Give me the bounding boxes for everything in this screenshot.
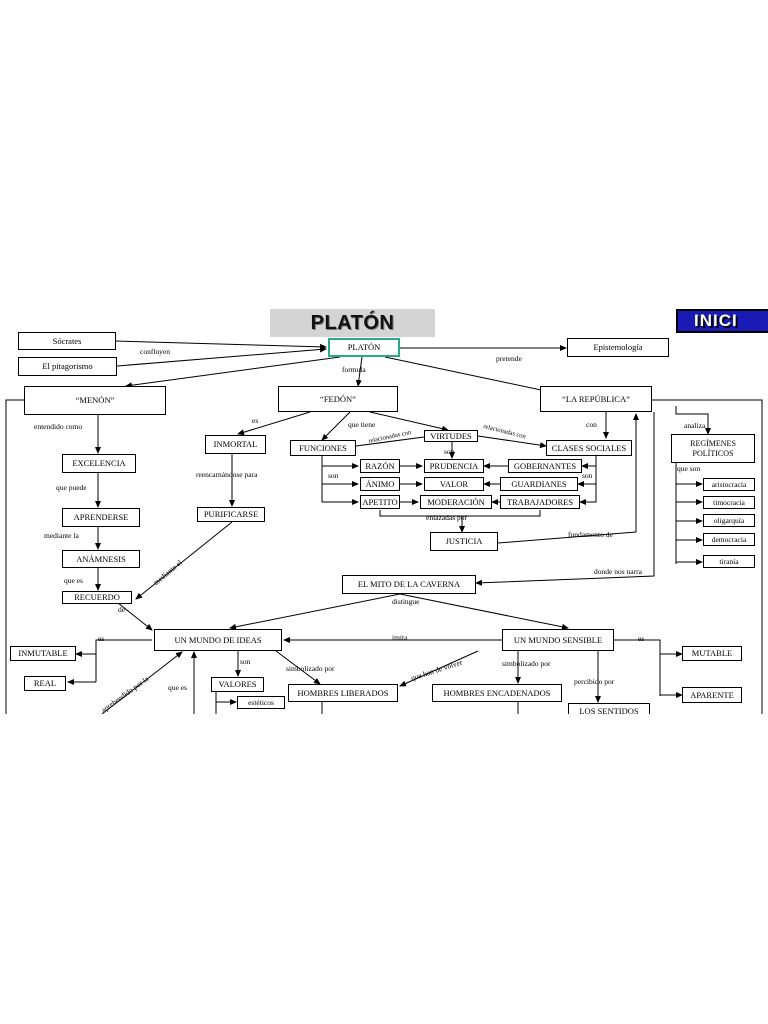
node-gobernantes: GOBERNANTES bbox=[508, 459, 582, 473]
link-que-es-1: que es bbox=[64, 576, 83, 585]
node-democracia: democracia bbox=[703, 533, 755, 546]
node-aprenderse: APRENDERSE bbox=[62, 508, 140, 527]
link-simbolizado-por-1: simbolizado por bbox=[286, 664, 335, 673]
node-epistemologia: Epistemología bbox=[567, 338, 669, 357]
link-percibido-por: percibido por bbox=[574, 677, 615, 686]
link-que-tiene: que tiene bbox=[348, 420, 376, 429]
link-son-3: son bbox=[582, 471, 593, 480]
link-enlazadas-por: enlazadas por bbox=[426, 513, 468, 522]
link-son-valores: son bbox=[240, 657, 251, 666]
node-inmutable: INMUTABLE bbox=[10, 646, 76, 661]
node-inmortal: INMORTAL bbox=[205, 435, 266, 454]
node-timocracia: timocracia bbox=[703, 496, 755, 509]
node-guardianes: GUARDIANES bbox=[500, 477, 578, 491]
link-simbolizado-por-2: simbolizado por bbox=[502, 659, 551, 668]
node-animo: ÁNIMO bbox=[360, 477, 400, 491]
link-pretende: pretende bbox=[496, 354, 522, 363]
node-real: REAL bbox=[24, 676, 66, 691]
link-fundamento-de: fundamento de bbox=[568, 530, 613, 539]
link-mediante-la: mediante la bbox=[44, 531, 79, 540]
connector-lines bbox=[5, 340, 763, 714]
link-es-right: es bbox=[638, 634, 645, 643]
node-menon: “MENÓN” bbox=[24, 386, 166, 415]
node-republica: “LA REPÚBLICA” bbox=[540, 386, 652, 412]
node-fedon: “FEDÓN” bbox=[278, 386, 398, 412]
node-razon: RAZÓN bbox=[360, 459, 400, 473]
node-hombres-liberados: HOMBRES LIBERADOS bbox=[288, 684, 398, 702]
node-prudencia: PRUDENCIA bbox=[424, 459, 484, 473]
link-formula: formula bbox=[342, 365, 366, 374]
link-son-2: son bbox=[444, 447, 455, 456]
node-valor: VALOR bbox=[424, 477, 484, 491]
link-que-puede: que puede bbox=[56, 483, 87, 492]
node-recuerdo: RECUERDO bbox=[62, 591, 132, 604]
link-confluyen: confluyen bbox=[140, 347, 170, 356]
node-tirania: tiranía bbox=[703, 555, 755, 568]
node-virtudes: VIRTUDES bbox=[424, 430, 478, 442]
node-socrates: Sócrates bbox=[18, 332, 116, 350]
link-reencarnandose-para: reencarnándose para bbox=[196, 470, 258, 479]
link-es: es bbox=[252, 416, 259, 425]
node-purificarse: PURIFICARSE bbox=[197, 507, 265, 522]
node-clases-sociales: CLASES SOCIALES bbox=[546, 440, 632, 456]
node-regimenes: REGÍMENES POLÍTICOS bbox=[671, 434, 755, 463]
node-moderacion: MODERACIÓN bbox=[420, 495, 492, 509]
node-platon: PLATÓN bbox=[328, 338, 400, 357]
inici-button[interactable]: INICI bbox=[676, 309, 768, 333]
node-funciones: FUNCIONES bbox=[290, 440, 356, 456]
node-hombres-encadenados: HOMBRES ENCADENADOS bbox=[432, 684, 562, 702]
link-que-es-2: que es bbox=[168, 683, 187, 692]
node-los-sentidos: LOS SENTIDOS bbox=[568, 703, 650, 714]
page-title: PLATÓN bbox=[270, 309, 435, 337]
node-mundo-ideas: UN MUNDO DE IDEAS bbox=[154, 629, 282, 651]
link-imita: imita bbox=[392, 633, 408, 642]
link-con: con bbox=[586, 420, 597, 429]
link-entendido-como: entendido como bbox=[34, 422, 83, 431]
link-analiza: analiza bbox=[684, 421, 706, 430]
link-de: de bbox=[118, 605, 126, 614]
node-esteticos: estéticos bbox=[237, 696, 285, 709]
node-aristocracia: aristocracia bbox=[703, 478, 755, 491]
node-anamnesis: ANÁMNESIS bbox=[62, 550, 140, 568]
node-justicia: JUSTICIA bbox=[430, 532, 498, 551]
link-distingue: distingue bbox=[392, 597, 420, 606]
node-aparente: APARENTE bbox=[682, 687, 742, 703]
node-excelencia: EXCELENCIA bbox=[62, 454, 136, 473]
node-trabajadores: TRABAJADORES bbox=[500, 495, 580, 509]
node-oligarquia: oligarquía bbox=[703, 514, 755, 527]
node-apetito: APETITO bbox=[360, 495, 400, 509]
node-mutable: MUTABLE bbox=[682, 646, 742, 661]
link-son-1: son bbox=[328, 471, 339, 480]
node-pitagorismo: El pitagorismo bbox=[18, 357, 117, 376]
node-mundo-sensible: UN MUNDO SENSIBLE bbox=[502, 629, 614, 651]
node-valores: VALORES bbox=[211, 677, 264, 692]
link-es-left: es bbox=[98, 634, 105, 643]
link-que-son: que son bbox=[677, 464, 701, 473]
concept-map: PLATÓN INICI Sócrates El pitagorismo PLA… bbox=[0, 300, 768, 714]
node-mito-caverna: EL MITO DE LA CAVERNA bbox=[342, 575, 476, 594]
link-donde-nos-narra: donde nos narra bbox=[594, 567, 642, 576]
